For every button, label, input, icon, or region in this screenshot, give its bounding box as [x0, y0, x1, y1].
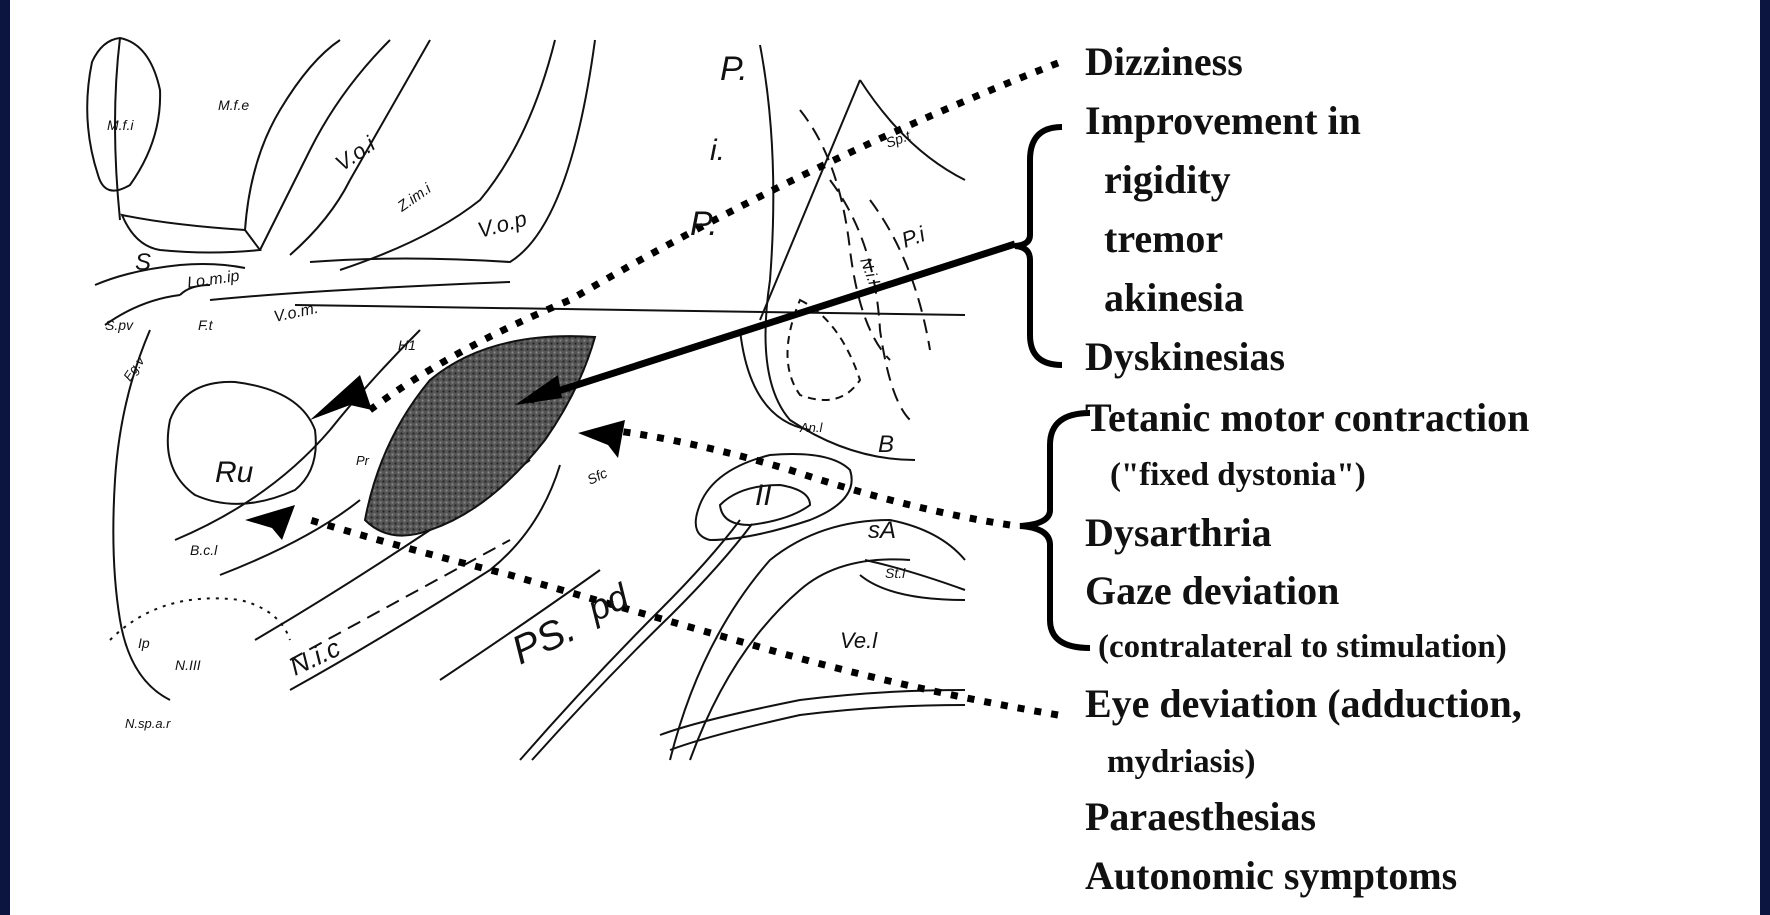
target-line: [530, 244, 1015, 400]
label-vop: V.o.p: [475, 206, 530, 243]
effect-contralateral: (contralateral to stimulation): [1098, 631, 1507, 664]
label-ii: II: [755, 479, 772, 512]
label-vom: V.o.m.: [272, 300, 320, 326]
effect-dysarthria: Dysarthria: [1085, 513, 1272, 553]
label-sfc: Sfc: [585, 465, 610, 488]
label-ip: Ip: [138, 635, 150, 651]
label-vel: Ve.l: [840, 628, 878, 653]
label-s: S: [135, 249, 151, 276]
label-spv: S.pv: [105, 317, 134, 333]
effect-fixed-dystonia: ("fixed dystonia"): [1110, 459, 1366, 492]
label-nxiii: N.III: [175, 657, 201, 673]
label-nspar: N.sp.a.r: [125, 716, 171, 731]
effect-dyskinesias: Dyskinesias: [1085, 337, 1285, 377]
label-ocl: B.c.l: [190, 542, 218, 558]
arrowhead-lower-left: [245, 505, 295, 540]
label-loomip: Lo.m.ip: [186, 268, 240, 292]
label-sa: sA: [868, 517, 896, 544]
label-mfi: M.f.i: [107, 117, 134, 133]
effect-autonomic: Autonomic symptoms: [1085, 856, 1457, 896]
label-pi: P.i: [898, 221, 929, 253]
effect-rigidity: rigidity: [1104, 160, 1231, 200]
label-pr: Pr: [356, 453, 370, 468]
figure-panel: P. i. P. M.f.i M.f.e V.o.i Z.im.i V.o.p …: [10, 0, 1760, 915]
label-anl: An.l: [799, 420, 824, 435]
label-pd: pd: [580, 575, 635, 630]
stimulation-target: [365, 336, 595, 535]
effect-improvement: Improvement in: [1085, 101, 1361, 141]
thalamus-subthalamus-atlas: P. i. P. M.f.i M.f.e V.o.i Z.im.i V.o.p …: [10, 0, 1760, 915]
label-stl: St.l: [885, 565, 906, 581]
label-nil: N.i.l: [856, 256, 882, 288]
bracket-lower: [1020, 413, 1090, 648]
label-i: i.: [710, 134, 725, 167]
effect-akinesia: akinesia: [1104, 278, 1244, 318]
effect-tremor: tremor: [1104, 219, 1223, 259]
bracket-upper: [1015, 127, 1062, 365]
effect-gaze: Gaze deviation: [1085, 571, 1339, 611]
label-p-mid: P.: [690, 205, 718, 243]
effect-dizziness: Dizziness: [1085, 42, 1243, 82]
label-b: B: [878, 431, 894, 458]
effect-paraesthesias: Paraesthesias: [1085, 797, 1316, 837]
label-p-upper: P.: [720, 50, 748, 88]
label-mfe: M.f.e: [218, 97, 249, 113]
label-ru: Ru: [215, 456, 254, 489]
label-ps: PS.: [505, 606, 582, 673]
effect-eye: Eye deviation (adduction,: [1085, 684, 1522, 724]
label-zim: Z.im.i: [394, 180, 435, 216]
label-ft: F.t: [198, 317, 214, 333]
label-spt: Sp.t: [884, 127, 914, 151]
effect-mydriasis: mydriasis): [1107, 746, 1256, 779]
label-nic: N.i.c: [285, 632, 345, 681]
effect-tetanic: Tetanic motor contraction: [1085, 398, 1529, 438]
label-egv: Eg.v: [120, 353, 148, 384]
arrowhead-center: [578, 420, 625, 458]
label-h1: H1: [398, 337, 416, 353]
arrowhead-upper-left: [310, 375, 372, 420]
